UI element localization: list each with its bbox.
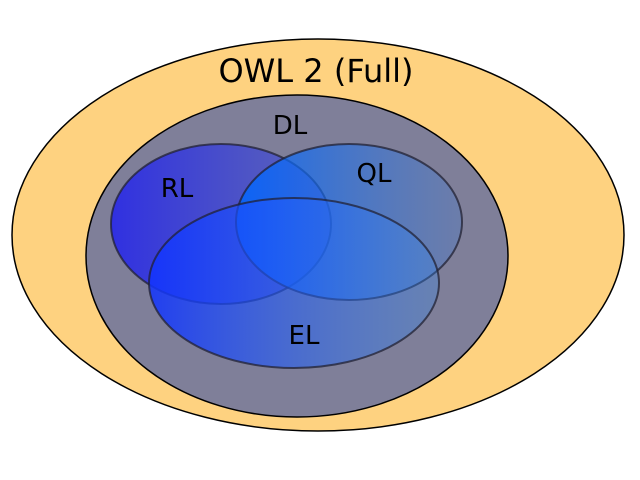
ql-label: QL — [357, 159, 392, 189]
el-label: EL — [289, 321, 320, 351]
dl-label: DL — [273, 111, 308, 141]
owl2-full-label: OWL 2 (Full) — [218, 52, 413, 90]
el-set — [148, 197, 440, 369]
rl-label: RL — [161, 174, 194, 204]
